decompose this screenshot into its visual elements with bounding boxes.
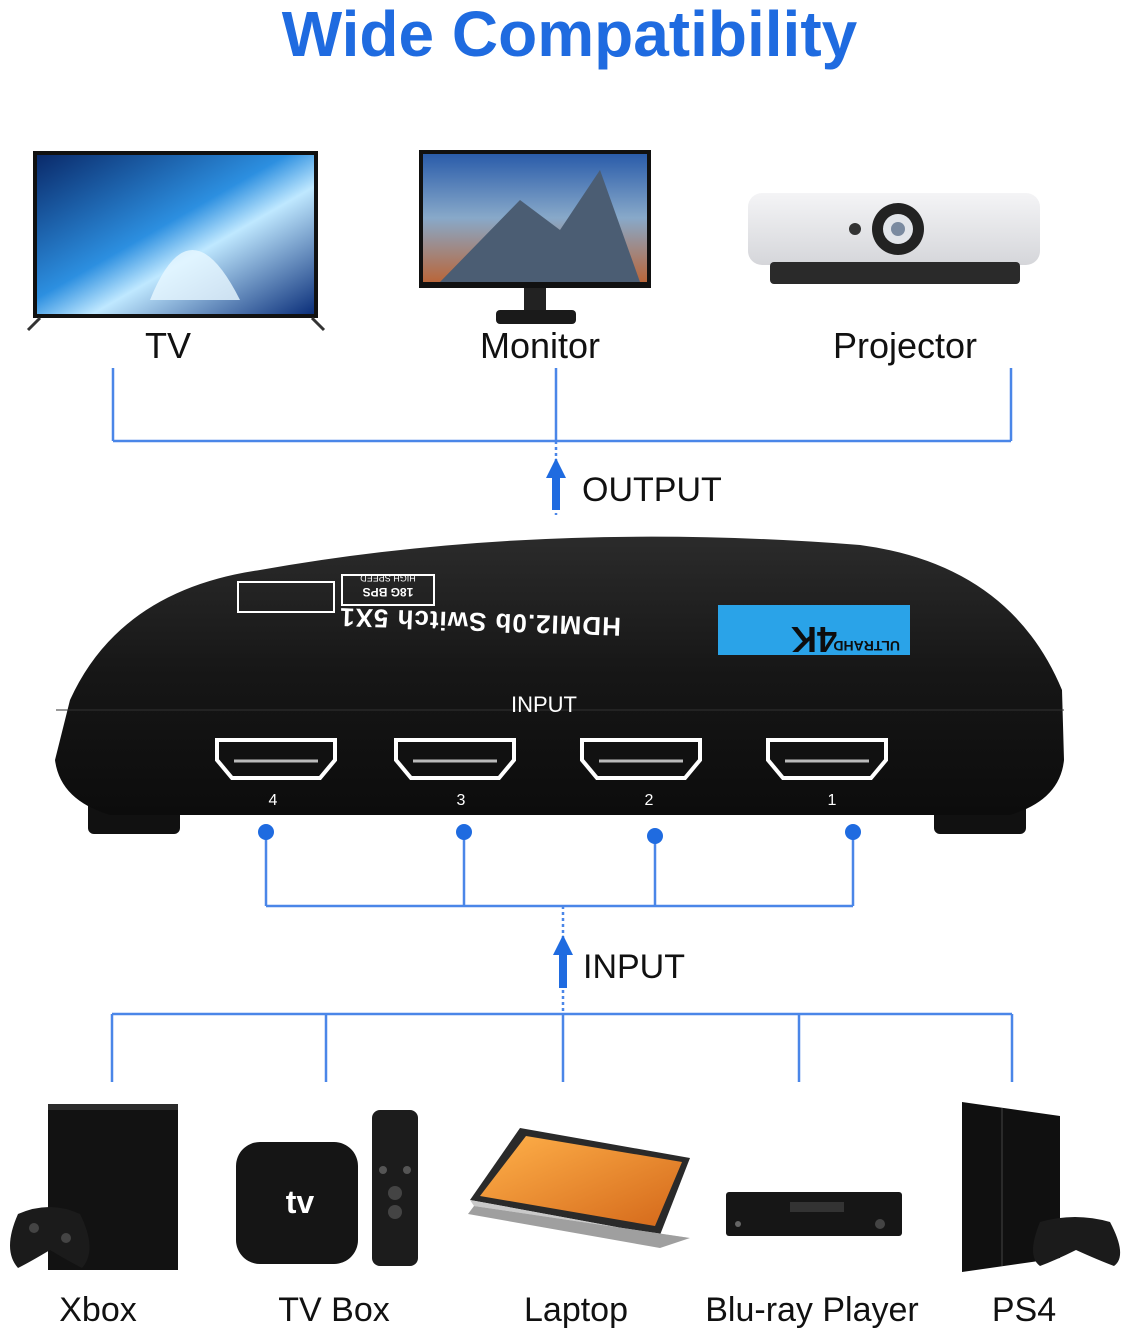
port-label: 2 [644,792,654,809]
page-title: Wide Compatibility [281,0,858,70]
input-arrow-icon [553,935,573,988]
port-label: 3 [456,792,466,809]
input-label-bluray-player: Blu-ray Player [705,1291,919,1329]
4k-ultrahd-badge [718,605,910,655]
output-label-tv: TV [144,325,191,366]
output-label-monitor: Monitor [479,325,601,366]
output-arrow-icon [546,458,566,510]
input-flow-label: INPUT [583,948,685,986]
input-label-laptop: Laptop [524,1291,628,1329]
output-flow-label: OUTPUT [582,471,722,509]
port-label: 1 [827,792,837,809]
output-label-projector: Projector [832,325,978,366]
input-label-xbox: Xbox [59,1291,137,1329]
port-label: 4 [268,792,278,809]
panel-input-label: INPUT [511,692,577,717]
input-label-ps4: PS4 [991,1291,1057,1329]
tv-box-logo-text: tv [285,1184,315,1220]
input-label-tv-box: TV Box [278,1291,390,1329]
